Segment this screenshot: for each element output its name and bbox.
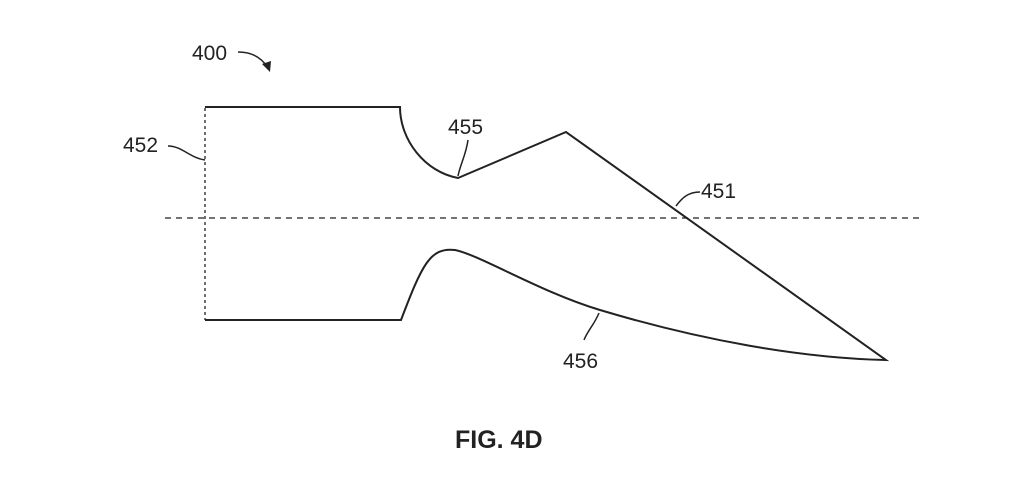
- label-456-leader: [583, 312, 600, 341]
- label-452: 452: [123, 134, 158, 157]
- label-451: 451: [701, 180, 736, 203]
- label-400: 400: [192, 42, 227, 65]
- figure-caption: FIG. 4D: [455, 426, 543, 454]
- blade-outline: [205, 106, 890, 362]
- label-452-leader: [167, 145, 206, 161]
- label-455-leader: [457, 139, 469, 177]
- label-455: 455: [448, 116, 483, 139]
- label-456: 456: [563, 350, 598, 373]
- label-400-arrow: [237, 51, 269, 69]
- label-400-arrowhead: [262, 61, 271, 72]
- label-451-leader: [675, 191, 701, 207]
